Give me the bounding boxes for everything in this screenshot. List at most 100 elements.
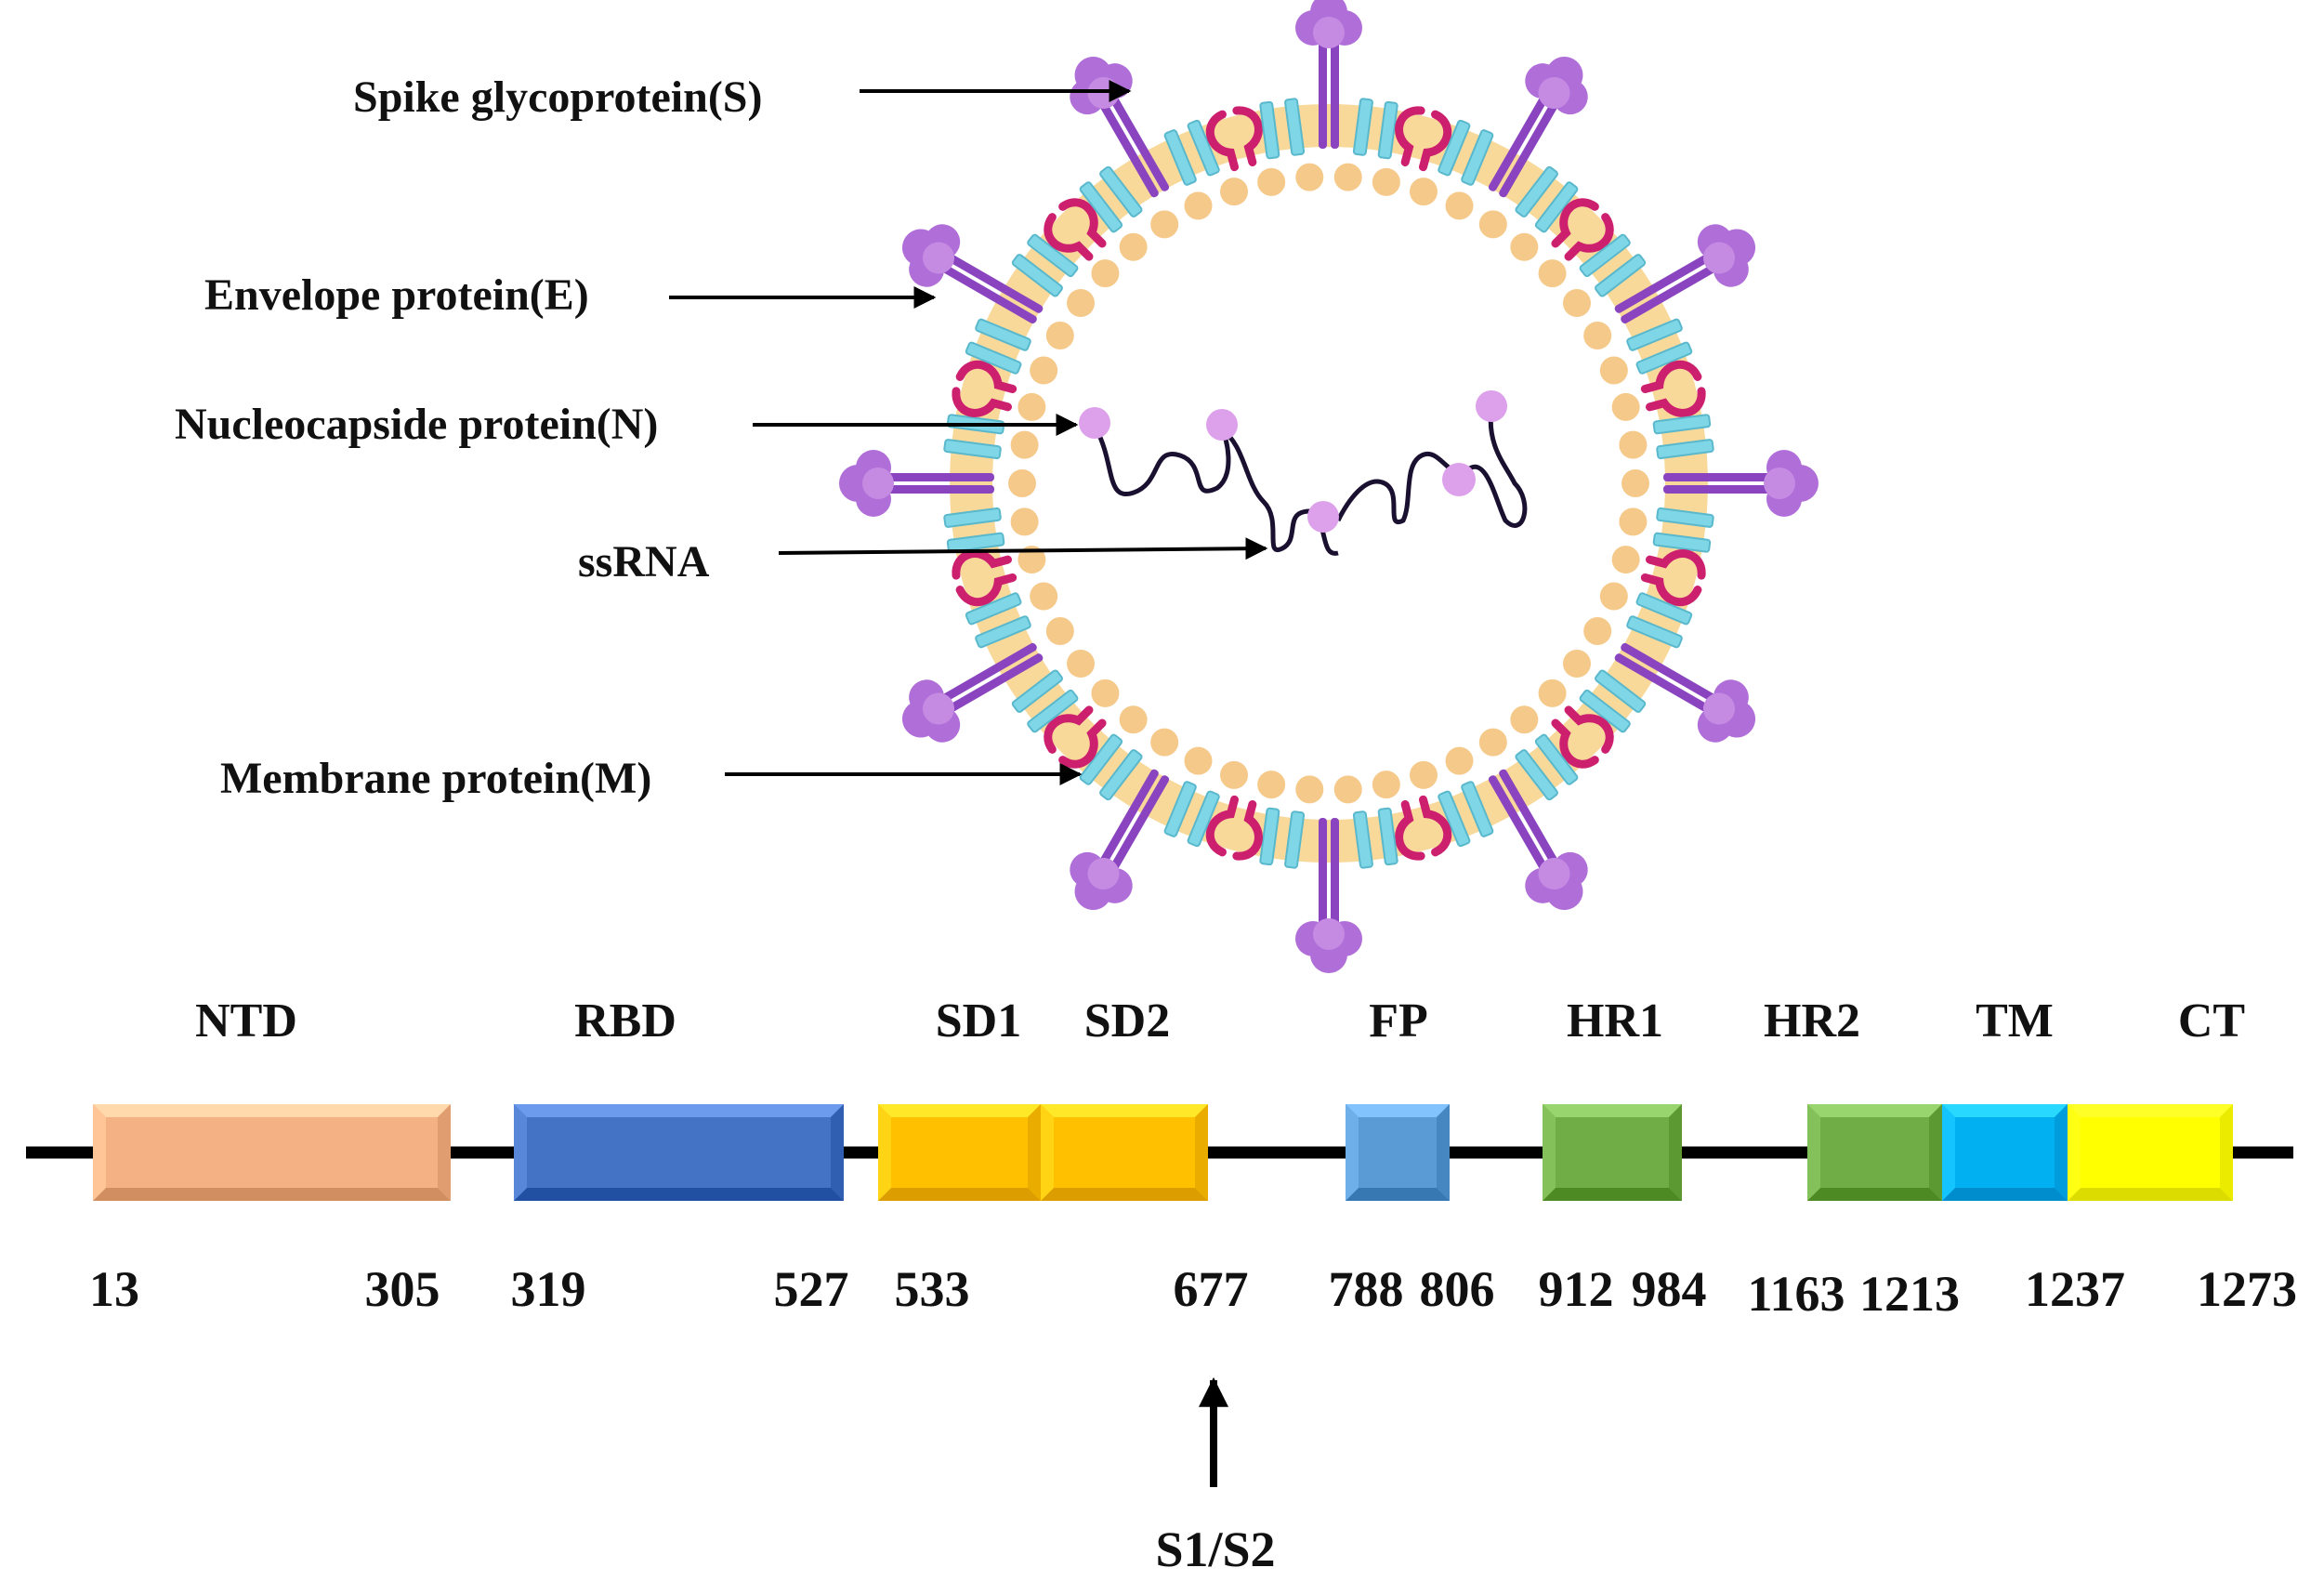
envelope-protein xyxy=(1163,781,1220,848)
domain-label-ntd: NTD xyxy=(195,995,297,1047)
lipid-dot xyxy=(1409,178,1438,206)
envelope-protein xyxy=(965,592,1031,649)
lipid-dot xyxy=(1018,392,1046,421)
spike-protein xyxy=(1488,769,1588,911)
domain-label-hr1: HR1 xyxy=(1567,995,1663,1047)
nucleocapsid-dot xyxy=(1307,501,1339,533)
position-label: 806 xyxy=(1420,1261,1495,1317)
lipid-dot xyxy=(1257,771,1286,799)
envelope-protein xyxy=(1626,592,1693,649)
lipid-dot xyxy=(1538,678,1567,707)
membrane-protein xyxy=(1640,549,1706,607)
lipid-dot xyxy=(1333,775,1362,804)
position-label: 1213 xyxy=(1859,1266,1960,1322)
domain-label-rbd: RBD xyxy=(574,995,676,1047)
envelope-protein xyxy=(1652,507,1714,553)
envelope-protein xyxy=(943,507,1005,553)
domain-box-hr1 xyxy=(1543,1104,1682,1201)
position-label: 912 xyxy=(1539,1261,1614,1317)
membrane-protein xyxy=(1551,705,1614,769)
position-label: 1163 xyxy=(1747,1266,1845,1322)
membrane-protein xyxy=(1551,198,1614,261)
ssrna-label: ssRNA xyxy=(578,537,710,586)
envelope-protein xyxy=(1163,119,1220,186)
spike-domain-map: NTD RBD SD1 SD2 FP HR1 HR2 TM CT 13 305 … xyxy=(26,995,2297,1577)
lipid-dot xyxy=(1562,649,1591,678)
envelope-protein xyxy=(1011,233,1079,297)
position-label: 984 xyxy=(1632,1261,1707,1317)
lipid-dot xyxy=(1220,760,1249,789)
lipid-dot xyxy=(1067,289,1096,318)
ssrna-arrow xyxy=(778,537,1268,560)
lipid-dot xyxy=(1445,746,1474,775)
lipid-dot xyxy=(1008,469,1036,497)
lipid-dot xyxy=(1119,705,1148,734)
lipid-dot xyxy=(1295,163,1324,191)
lipid-dot xyxy=(1150,728,1179,757)
lipid-dot xyxy=(1119,232,1148,261)
membrane-protein xyxy=(952,360,1018,417)
envelope-protein xyxy=(1352,807,1398,869)
spike-protein xyxy=(901,642,1044,743)
domain-label-sd1: SD1 xyxy=(936,995,1021,1047)
ssrna-strand xyxy=(1094,408,1528,556)
domain-label-sd2: SD2 xyxy=(1084,995,1170,1047)
domain-boxes xyxy=(93,1104,2233,1201)
virion-diagram xyxy=(839,0,1818,973)
spike-protein xyxy=(1295,0,1362,149)
envelope-protein xyxy=(1652,414,1714,460)
spike-protein xyxy=(1614,224,1756,324)
lipid-dot xyxy=(1538,259,1567,288)
lipid-dot xyxy=(1372,167,1400,196)
domain-label-fp: FP xyxy=(1369,995,1428,1047)
envelope-protein xyxy=(1079,733,1143,801)
lipid-dot xyxy=(1030,356,1058,385)
domain-label-tm: TM xyxy=(1976,995,2054,1047)
ssrna-genome xyxy=(1079,390,1528,556)
lipid-dot xyxy=(1478,728,1507,757)
spike-protein xyxy=(1488,56,1588,198)
domain-box-ct xyxy=(2068,1104,2233,1201)
lipid-dot xyxy=(1295,775,1324,804)
position-label: 13 xyxy=(89,1261,139,1317)
envelope-protein xyxy=(1515,165,1579,233)
lipid-dot xyxy=(1510,705,1539,734)
lipid-dot xyxy=(1599,582,1628,611)
lipid-dot xyxy=(1018,546,1046,574)
envelope-protein xyxy=(1579,669,1647,733)
envelope-protein xyxy=(965,318,1031,375)
position-label: 677 xyxy=(1174,1261,1249,1317)
lipid-dot xyxy=(1599,356,1628,385)
nucleocapsid-dot xyxy=(1079,407,1110,439)
spike-glycoprotein-label: Spike glycoprotein(S) xyxy=(353,72,762,122)
membrane-protein xyxy=(1395,795,1452,861)
position-label: 527 xyxy=(774,1261,849,1317)
lipid-dot xyxy=(1562,289,1591,318)
lipid-dot xyxy=(1010,430,1039,459)
envelope-protein-label: Envelope protein(E) xyxy=(204,270,589,320)
envelope-protein xyxy=(1259,807,1306,869)
lipid-dot xyxy=(1184,191,1213,220)
envelope-protein xyxy=(1259,98,1306,160)
lipid-dot xyxy=(1611,546,1640,574)
domain-box-rbd xyxy=(514,1104,844,1201)
envelope-protein xyxy=(1079,165,1143,233)
lipid-dot xyxy=(1445,191,1474,220)
domain-label-ct: CT xyxy=(2178,995,2245,1047)
lipid-dot xyxy=(1045,322,1074,350)
lipid-dot xyxy=(1372,771,1400,799)
spike-protein xyxy=(839,450,994,517)
lipid-dot xyxy=(1619,430,1648,459)
lipid-dot xyxy=(1622,469,1649,497)
membrane-protein xyxy=(1205,795,1263,861)
lipid-dot xyxy=(1184,746,1213,775)
lipid-dot xyxy=(1510,232,1539,261)
domain-box-tm xyxy=(1942,1104,2068,1201)
envelope-protein xyxy=(1515,733,1579,801)
position-label: 533 xyxy=(895,1261,970,1317)
membrane-protein xyxy=(952,549,1018,607)
lipid-dot xyxy=(1067,649,1096,678)
nucleocapsid-dot xyxy=(1442,463,1476,496)
cleavage-site-label: S1/S2 xyxy=(1155,1522,1275,1577)
